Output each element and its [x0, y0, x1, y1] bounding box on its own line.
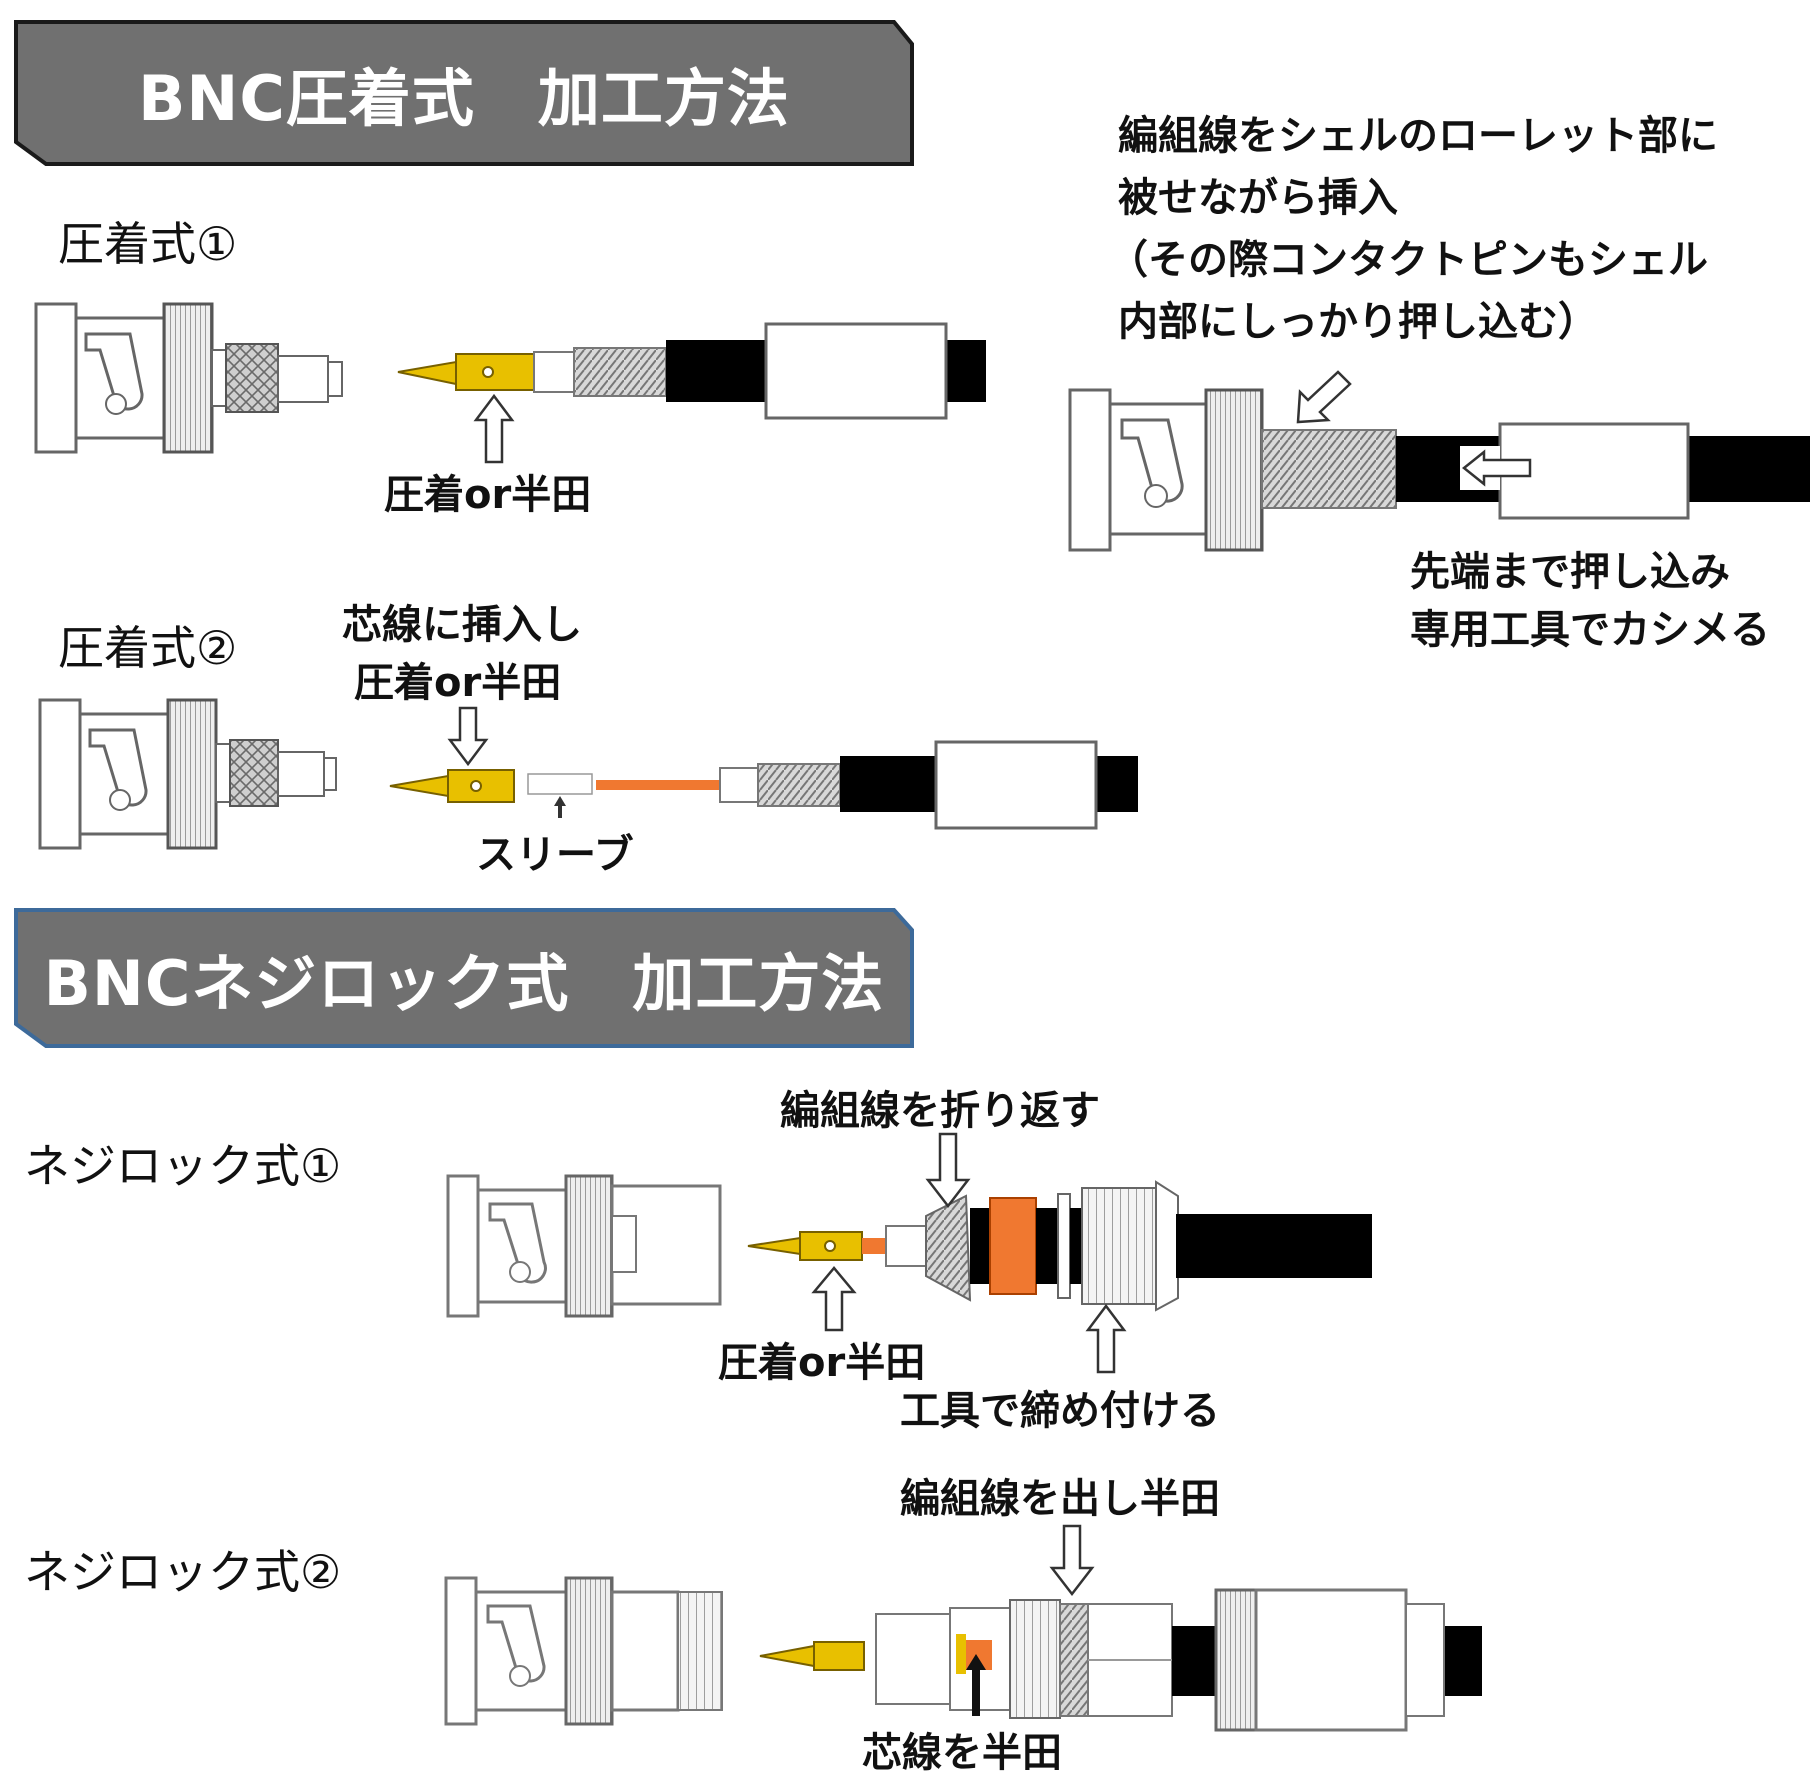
banner-shape [14, 20, 914, 166]
crimp-method2-callout-line2: 圧着or半田 [354, 660, 562, 706]
push-note-line2: 専用工具でカシメる [1410, 607, 1770, 653]
screwlock-method2-connector [444, 1576, 723, 1726]
crimp-method2-connector [38, 698, 337, 850]
crimp-assembled-connector [1068, 388, 1810, 552]
screwlock-method2-top-callout: 編組線を出し半田 [900, 1476, 1220, 1522]
screwlock-method1-connector [446, 1174, 722, 1318]
assembly-note-line1: 編組線をシェルのローレット部に [1118, 113, 1718, 159]
crimp-section-title: BNC圧着式 加工方法 [138, 62, 790, 135]
assembly-note-line2: 被せながら挿入 [1118, 175, 1398, 221]
crimp-method2-callout-line1: 芯線に挿入し [342, 602, 582, 648]
assembly-note-line3: （その際コンタクトピンもシェル [1108, 237, 1708, 283]
screwlock-method1-title: ネジロック式① [24, 1139, 342, 1193]
screwlock-section-title: BNCネジロック式 加工方法 [43, 947, 885, 1020]
push-note-line1: 先端まで押し込み [1410, 549, 1730, 595]
assembly-note-line4: 内部にしっかり押し込む） [1118, 299, 1598, 345]
screwlock-method2-cable [759, 1588, 1482, 1732]
screwlock-method2-title: ネジロック式② [24, 1545, 342, 1599]
left-arrow-icon [1461, 449, 1532, 487]
down-arrow-icon [925, 1132, 971, 1209]
down-arrow-icon [1049, 1524, 1095, 1597]
up-arrow-icon [811, 1266, 857, 1332]
crimp-method2-title: 圧着式② [58, 621, 238, 675]
screwlock-method1-top-callout: 編組線を折り返す [780, 1088, 1100, 1134]
crimp-method1-cable [397, 322, 986, 420]
crimp-method1-callout: 圧着or半田 [384, 472, 592, 518]
crimp-method1-title: 圧着式① [58, 217, 238, 271]
up-arrow-icon [473, 393, 515, 464]
small-up-arrow-icon [966, 1654, 986, 1716]
screwlock-section-banner: BNCネジロック式 加工方法 [14, 908, 914, 1048]
down-arrow-icon [447, 706, 489, 767]
screwlock-method1-cable [747, 1180, 1372, 1312]
crimp-method1-connector [34, 302, 343, 454]
crimp-sleeve-label: スリーブ [476, 832, 634, 878]
banner-shape [14, 908, 914, 1048]
crimp-section-banner: BNC圧着式 加工方法 [14, 20, 914, 166]
screwlock-method2-core-callout: 芯線を半田 [862, 1730, 1062, 1776]
small-up-arrow-icon [554, 796, 566, 818]
screwlock-method1-tool-callout: 工具で締め付ける [900, 1388, 1220, 1434]
up-arrow-icon [1085, 1303, 1127, 1374]
diagonal-arrow-icon [1296, 370, 1352, 424]
crimp-method2-cable [389, 740, 1138, 830]
screwlock-method1-pin-callout: 圧着or半田 [718, 1340, 926, 1386]
